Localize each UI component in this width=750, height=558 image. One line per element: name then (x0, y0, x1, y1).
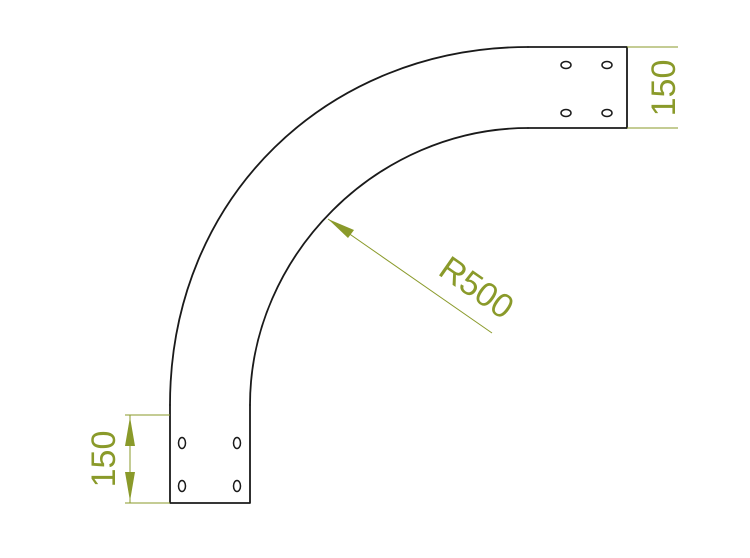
bolt-hole (177, 436, 187, 450)
bottom-straight-section (169, 404, 251, 504)
bottom-width-label: 150 (85, 431, 123, 488)
bottom-width-dimension: 150 (85, 414, 170, 504)
bolt-hole (232, 479, 242, 493)
outer-arc (169, 46, 529, 406)
bolt-hole (601, 108, 613, 118)
bolt-hole (177, 479, 187, 493)
top-straight-section (527, 46, 628, 129)
radius-label: R500 (432, 249, 520, 327)
radius-arrowhead (328, 219, 354, 238)
bolt-hole (601, 60, 613, 70)
radius-dimension: R500 (327, 218, 520, 334)
top-width-label: 150 (645, 60, 683, 117)
top-width-dimension: 150 (627, 46, 683, 129)
arrowhead-up (125, 417, 135, 446)
bolt-hole (560, 108, 572, 118)
top-bolt-holes (560, 60, 613, 118)
radius-leader-line (327, 218, 493, 334)
bottom-bolt-holes (177, 436, 242, 493)
inner-arc (249, 127, 529, 406)
bolt-hole (560, 60, 572, 70)
bolt-hole (232, 436, 242, 450)
arrowhead-down (125, 472, 135, 501)
